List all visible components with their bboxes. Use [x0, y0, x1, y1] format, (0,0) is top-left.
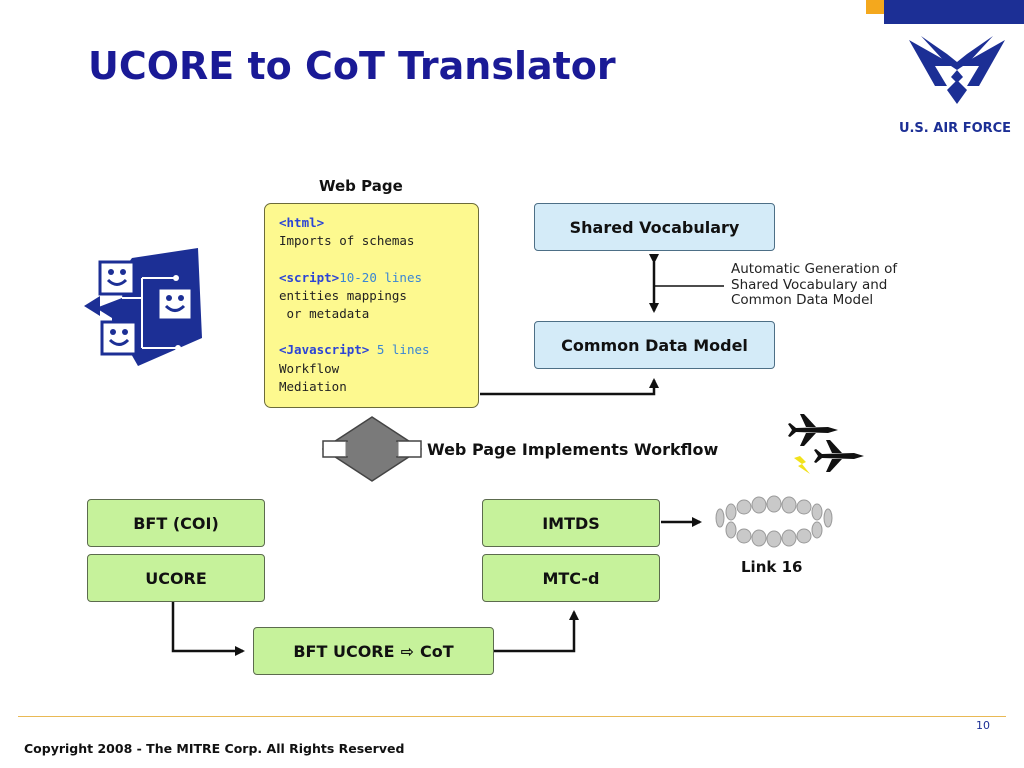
web-page-heading: Web Page	[319, 177, 403, 195]
page-number: 10	[976, 719, 990, 732]
javascript-line-count: 5 lines	[369, 342, 430, 358]
code-line-metadata: or metadata	[279, 305, 370, 321]
fighter-jets-icon	[788, 414, 864, 474]
code-line-imports: Imports of schemas	[279, 233, 415, 249]
html-tag: <html>	[279, 215, 325, 230]
web-page-code-box: <html> Imports of schemas <script>10-20 …	[264, 203, 479, 408]
copyright-notice: Copyright 2008 - The MITRE Corp. All Rig…	[24, 741, 405, 756]
air-force-wings-logo-icon	[909, 36, 1005, 104]
common-data-model-box: Common Data Model	[534, 321, 775, 369]
script-tag: <script>	[279, 269, 340, 285]
note-line: Automatic Generation of	[731, 261, 898, 277]
code-line-entities: entities mappings	[279, 287, 407, 303]
shared-vocabulary-box: Shared Vocabulary	[534, 203, 775, 251]
translator-left-label: BFT UCORE	[293, 641, 395, 661]
link16-label: Link 16	[741, 558, 803, 576]
air-force-label: U.S. AIR FORCE	[898, 121, 1012, 136]
translator-arrow-icon: ⇨	[400, 641, 414, 661]
translator-right-label: CoT	[419, 641, 454, 661]
bft-ucore-cot-box: BFT UCORE ⇨ CoT	[253, 627, 494, 675]
javascript-tag: <Javascript>	[279, 342, 370, 358]
bft-coi-box: BFT (COI)	[87, 499, 265, 547]
header-accent-bar	[866, 0, 884, 14]
workflow-double-arrow-icon	[322, 416, 422, 482]
script-line-count: 10-20 lines	[339, 269, 423, 285]
workflow-label: Web Page Implements Workflow	[427, 440, 719, 459]
ucore-box: UCORE	[87, 554, 265, 602]
footer-divider	[18, 716, 1006, 717]
link16-network-icon	[715, 495, 833, 548]
auto-generation-note: Automatic Generation of Shared Vocabular…	[731, 261, 898, 309]
slide-title: UCORE to CoT Translator	[88, 44, 616, 88]
header-bar	[884, 0, 1024, 24]
software-agents-icon	[84, 248, 202, 366]
code-line-workflow: Workflow	[279, 360, 340, 376]
note-line: Shared Vocabulary and	[731, 276, 888, 293]
note-line: Common Data Model	[731, 292, 874, 308]
imtds-box: IMTDS	[482, 499, 660, 547]
code-line-mediation: Mediation	[279, 378, 347, 394]
mtc-d-box: MTC-d	[482, 554, 660, 602]
